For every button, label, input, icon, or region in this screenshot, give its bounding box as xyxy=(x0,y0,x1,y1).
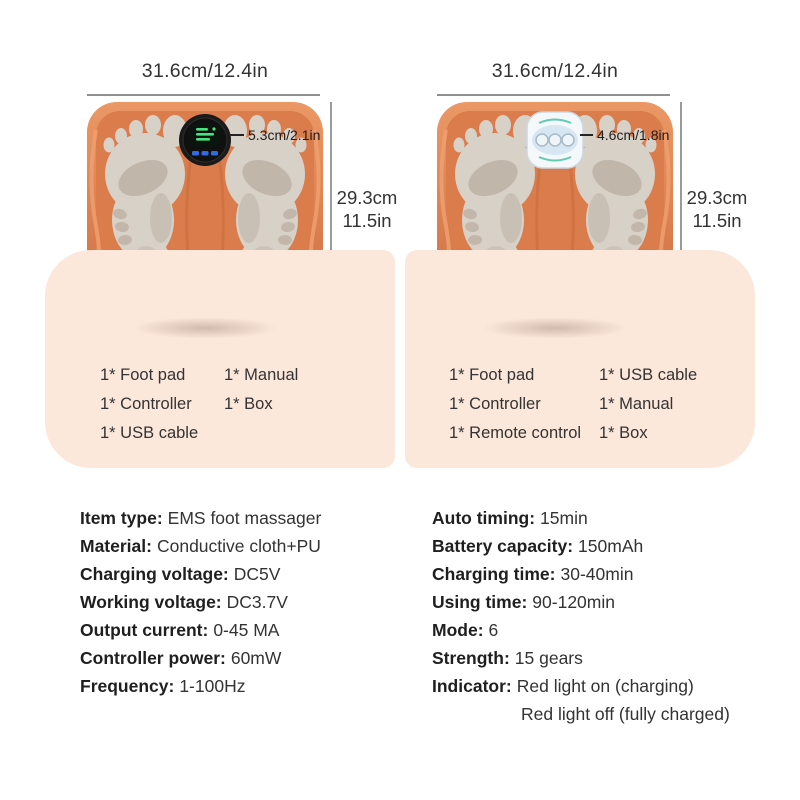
package-item: 1* USB cable xyxy=(100,424,199,442)
package-contents-panel-left xyxy=(45,250,395,468)
package-item: 1* Controller xyxy=(100,395,192,413)
spec-label: Mode: xyxy=(432,620,484,640)
controller-leader-line xyxy=(580,134,593,136)
spec-value: 1-100Hz xyxy=(179,676,246,696)
width-dimension-line xyxy=(87,94,320,96)
spec-row: Using time:90-120min xyxy=(432,588,730,616)
spec-label: Charging voltage: xyxy=(80,564,229,584)
spec-row-continuation: Red light off (fully charged) xyxy=(432,700,730,728)
height-dimension-line xyxy=(680,102,682,318)
height-in: 11.5in xyxy=(342,210,392,231)
spec-row: Battery capacity:150mAh xyxy=(432,532,730,560)
controller-leader-line xyxy=(229,134,244,136)
package-item: 1* Manual xyxy=(224,366,299,384)
package-contents-panel-right xyxy=(405,250,755,468)
spec-row: Strength:15 gears xyxy=(432,644,730,672)
spec-value: 60mW xyxy=(230,648,282,668)
spec-label: Working voltage: xyxy=(80,592,222,612)
product-reflection xyxy=(455,313,655,343)
spec-column-right: Auto timing:15min Battery capacity:150mA… xyxy=(432,504,730,728)
controller-size-label: 4.6cm/1.8in xyxy=(597,127,670,143)
spec-column-left: Item type:EMS foot massager Material:Con… xyxy=(80,504,321,700)
spec-row: Charging voltage:DC5V xyxy=(80,560,321,588)
package-item: 1* Remote control xyxy=(449,424,582,442)
spec-value: 150mAh xyxy=(578,536,644,556)
spec-label: Controller power: xyxy=(80,648,226,668)
spec-value: 90-120min xyxy=(532,592,615,612)
package-list-column: 1* Foot pad 1* Controller 1* Remote cont… xyxy=(449,361,581,448)
height-cm: 29.3cm xyxy=(336,187,398,208)
spec-row: Controller power:60mW xyxy=(80,644,321,672)
controller-size-label: 5.3cm/2.1in xyxy=(248,127,321,143)
spec-value: Red light on (charging) xyxy=(516,676,694,696)
package-list-column: 1* Manual 1* Box xyxy=(224,361,298,419)
width-dimension-label: 31.6cm/12.4in xyxy=(491,60,619,82)
spec-label: Output current: xyxy=(80,620,209,640)
spec-label: Battery capacity: xyxy=(432,536,574,556)
spec-label: Item type: xyxy=(80,508,163,528)
spec-value: Red light off (fully charged) xyxy=(521,704,730,724)
spec-label: Auto timing: xyxy=(432,508,536,528)
package-item: 1* Foot pad xyxy=(449,366,535,384)
spec-value: 6 xyxy=(488,620,499,640)
package-item: 1* Controller xyxy=(449,395,541,413)
spec-row: Mode:6 xyxy=(432,616,730,644)
spec-label: Material: xyxy=(80,536,152,556)
spec-row: Auto timing:15min xyxy=(432,504,730,532)
package-list-column: 1* USB cable 1* Manual 1* Box xyxy=(599,361,697,448)
spec-value: EMS foot massager xyxy=(167,508,322,528)
spec-row: Frequency:1-100Hz xyxy=(80,672,321,700)
spec-value: 15min xyxy=(540,508,588,528)
spec-label: Strength: xyxy=(432,648,510,668)
height-dimension-label: 29.3cm 11.5in xyxy=(332,186,402,232)
remote-controller-device xyxy=(526,111,584,169)
spec-label: Frequency: xyxy=(80,676,175,696)
package-item: 1* Foot pad xyxy=(100,366,186,384)
package-item: 1* Box xyxy=(599,424,648,442)
spec-row: Charging time:30-40min xyxy=(432,560,730,588)
spec-value: DC3.7V xyxy=(226,592,288,612)
width-dimension-line xyxy=(437,94,670,96)
spec-value: Conductive cloth+PU xyxy=(156,536,321,556)
height-cm: 29.3cm xyxy=(686,187,748,208)
height-dimension-label: 29.3cm 11.5in xyxy=(682,186,752,232)
spec-value: 0-45 MA xyxy=(213,620,280,640)
width-dimension-label: 31.6cm/12.4in xyxy=(141,60,269,82)
package-list-column: 1* Foot pad 1* Controller 1* USB cable xyxy=(100,361,198,448)
spec-label: Indicator: xyxy=(432,676,512,696)
spec-value: DC5V xyxy=(233,564,281,584)
package-item: 1* Box xyxy=(224,395,273,413)
product-reflection xyxy=(105,313,305,343)
spec-value: 30-40min xyxy=(560,564,634,584)
spec-row: Indicator:Red light on (charging) xyxy=(432,672,730,700)
spec-row: Working voltage:DC3.7V xyxy=(80,588,321,616)
spec-label: Charging time: xyxy=(432,564,556,584)
spec-row: Output current:0-45 MA xyxy=(80,616,321,644)
spec-value: 15 gears xyxy=(514,648,583,668)
package-item: 1* USB cable xyxy=(599,366,698,384)
spec-label: Using time: xyxy=(432,592,528,612)
spec-row: Material:Conductive cloth+PU xyxy=(80,532,321,560)
wired-controller-device xyxy=(179,114,231,166)
height-dimension-line xyxy=(330,102,332,318)
spec-row: Item type:EMS foot massager xyxy=(80,504,321,532)
package-item: 1* Manual xyxy=(599,395,674,413)
height-in: 11.5in xyxy=(692,210,742,231)
